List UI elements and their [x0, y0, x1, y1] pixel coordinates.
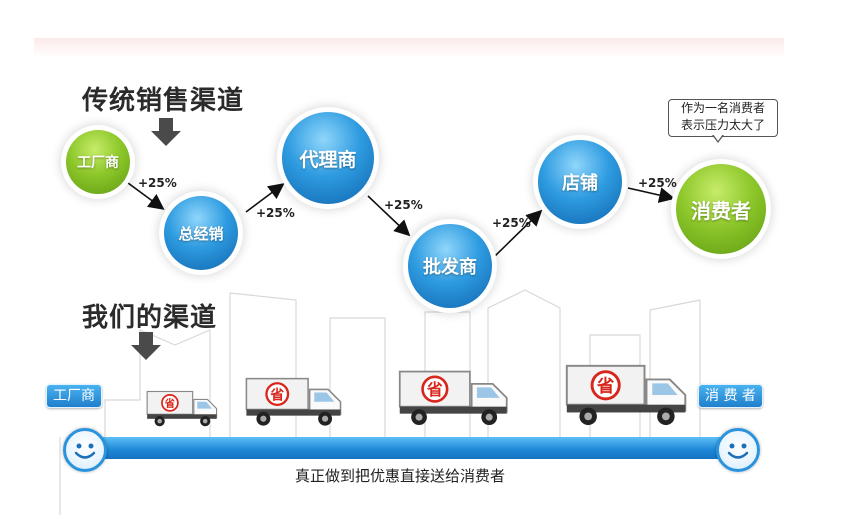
truck-badge-text: 省 — [596, 376, 614, 397]
node-consumer: 消费者 — [676, 164, 766, 254]
end-label-consumer: 消 费 者 — [698, 384, 763, 408]
bubble-line-1: 作为一名消费者 — [680, 101, 765, 115]
delivery-truck-icon: 省 — [245, 377, 342, 426]
consumer-speech-bubble: 作为一名消费者 表示压力太大了 — [668, 99, 778, 137]
markup-label: +25% — [256, 206, 295, 220]
truck-badge-text: 省 — [426, 380, 443, 399]
smiley-face-icon — [716, 428, 760, 472]
channel-caption: 真正做到把优惠直接送给消费者 — [294, 467, 505, 485]
markup-label: +25% — [638, 176, 677, 190]
traditional-channel-title: 传统销售渠道 — [82, 86, 245, 116]
our-channel-title: 我们的渠道 — [82, 303, 218, 333]
node-agent: 代理商 — [282, 112, 374, 204]
truck-badge-text: 省 — [164, 397, 175, 410]
truck-badge-text: 省 — [269, 386, 284, 403]
decorative-top-band — [34, 38, 784, 58]
markup-label: +25% — [384, 198, 423, 212]
node-wholesaler: 批发商 — [408, 224, 492, 308]
node-factory: 工厂商 — [66, 130, 130, 194]
node-distributor: 总经销 — [164, 196, 238, 270]
node-store: 店铺 — [538, 140, 622, 224]
markup-label: +25% — [492, 216, 531, 230]
delivery-truck-icon: 省 — [146, 390, 218, 427]
bubble-line-2: 表示压力太大了 — [680, 118, 765, 132]
start-label-factory: 工厂商 — [46, 384, 102, 408]
down-arrow-icon — [131, 332, 161, 360]
bubble-tail-inner — [713, 134, 723, 141]
down-arrow-icon — [151, 118, 181, 146]
direct-channel-bar — [84, 437, 744, 459]
markup-label: +25% — [138, 176, 177, 190]
smiley-face-icon — [63, 428, 107, 472]
delivery-truck-icon: 省 — [565, 364, 687, 426]
delivery-truck-icon: 省 — [398, 370, 508, 426]
